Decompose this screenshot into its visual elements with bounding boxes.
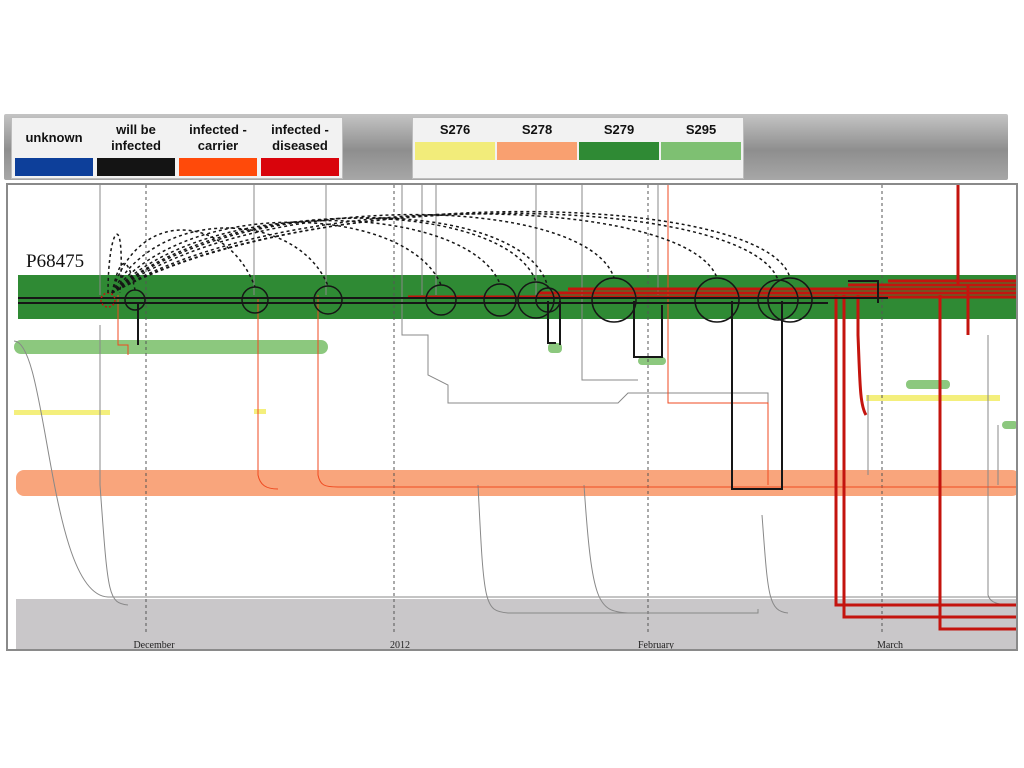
timeline-canvas[interactable] (8, 185, 1016, 649)
legend-label: will be infected (111, 122, 161, 153)
legend-swatch (179, 158, 257, 176)
will-be-infected-paths (18, 280, 888, 490)
month-label-december: December (133, 640, 175, 651)
legend-swatch (579, 142, 659, 160)
transmission-arcs (107, 210, 791, 294)
legend-item-infected-carrier[interactable]: infected - carrier (179, 120, 257, 176)
month-label-march: March (876, 640, 904, 651)
legend-item-s279[interactable]: S279 (579, 120, 659, 176)
month-label-february: February (637, 640, 675, 651)
ward-band-other (16, 599, 1016, 649)
infected-diseased-paths (408, 185, 1016, 631)
legend-label: S279 (603, 122, 635, 137)
ward-band-s278 (16, 470, 1016, 496)
patient-paths-other (13, 185, 1016, 614)
legend-label: S295 (685, 122, 717, 137)
ward-segment-s295 (548, 343, 562, 353)
legend-swatch (97, 158, 175, 176)
month-label-2012: 2012 (390, 640, 410, 651)
legend-swatch (497, 142, 577, 160)
legend-item-s276[interactable]: S276 (415, 120, 495, 176)
legend-label: infected - diseased (271, 122, 329, 153)
legend-swatch (15, 158, 93, 176)
legend-label: unknown (25, 130, 83, 145)
legend-swatch (661, 142, 741, 160)
legend-label: S278 (521, 122, 553, 137)
legend-swatch (261, 158, 339, 176)
ward-segment-s295 (638, 357, 666, 365)
legend-item-unknown[interactable]: unknown (15, 120, 93, 176)
ward-segment-s276 (14, 410, 110, 415)
state-legend: unknown will be infected infected - carr… (11, 117, 343, 179)
ward-segment-s276 (254, 409, 266, 414)
legend-item-s278[interactable]: S278 (497, 120, 577, 176)
ward-segment-s295 (1002, 421, 1016, 429)
ward-legend: S276 S278 S279 S295 (412, 117, 744, 179)
legend-swatch (415, 142, 495, 160)
ward-segment-s295 (906, 380, 950, 389)
legend-item-s295[interactable]: S295 (661, 120, 741, 176)
ward-segment-s295 (14, 340, 328, 354)
legend-label: S276 (439, 122, 471, 137)
legend-label: infected - carrier (189, 122, 247, 153)
legend-item-infected-diseased[interactable]: infected - diseased (261, 120, 339, 176)
timeline-panel[interactable]: P68475 December 2012 February March (6, 183, 1018, 651)
ward-segment-s276 (866, 395, 1000, 401)
legend-item-will-be-infected[interactable]: will be infected (97, 120, 175, 176)
patient-id-label: P68475 (26, 251, 85, 272)
